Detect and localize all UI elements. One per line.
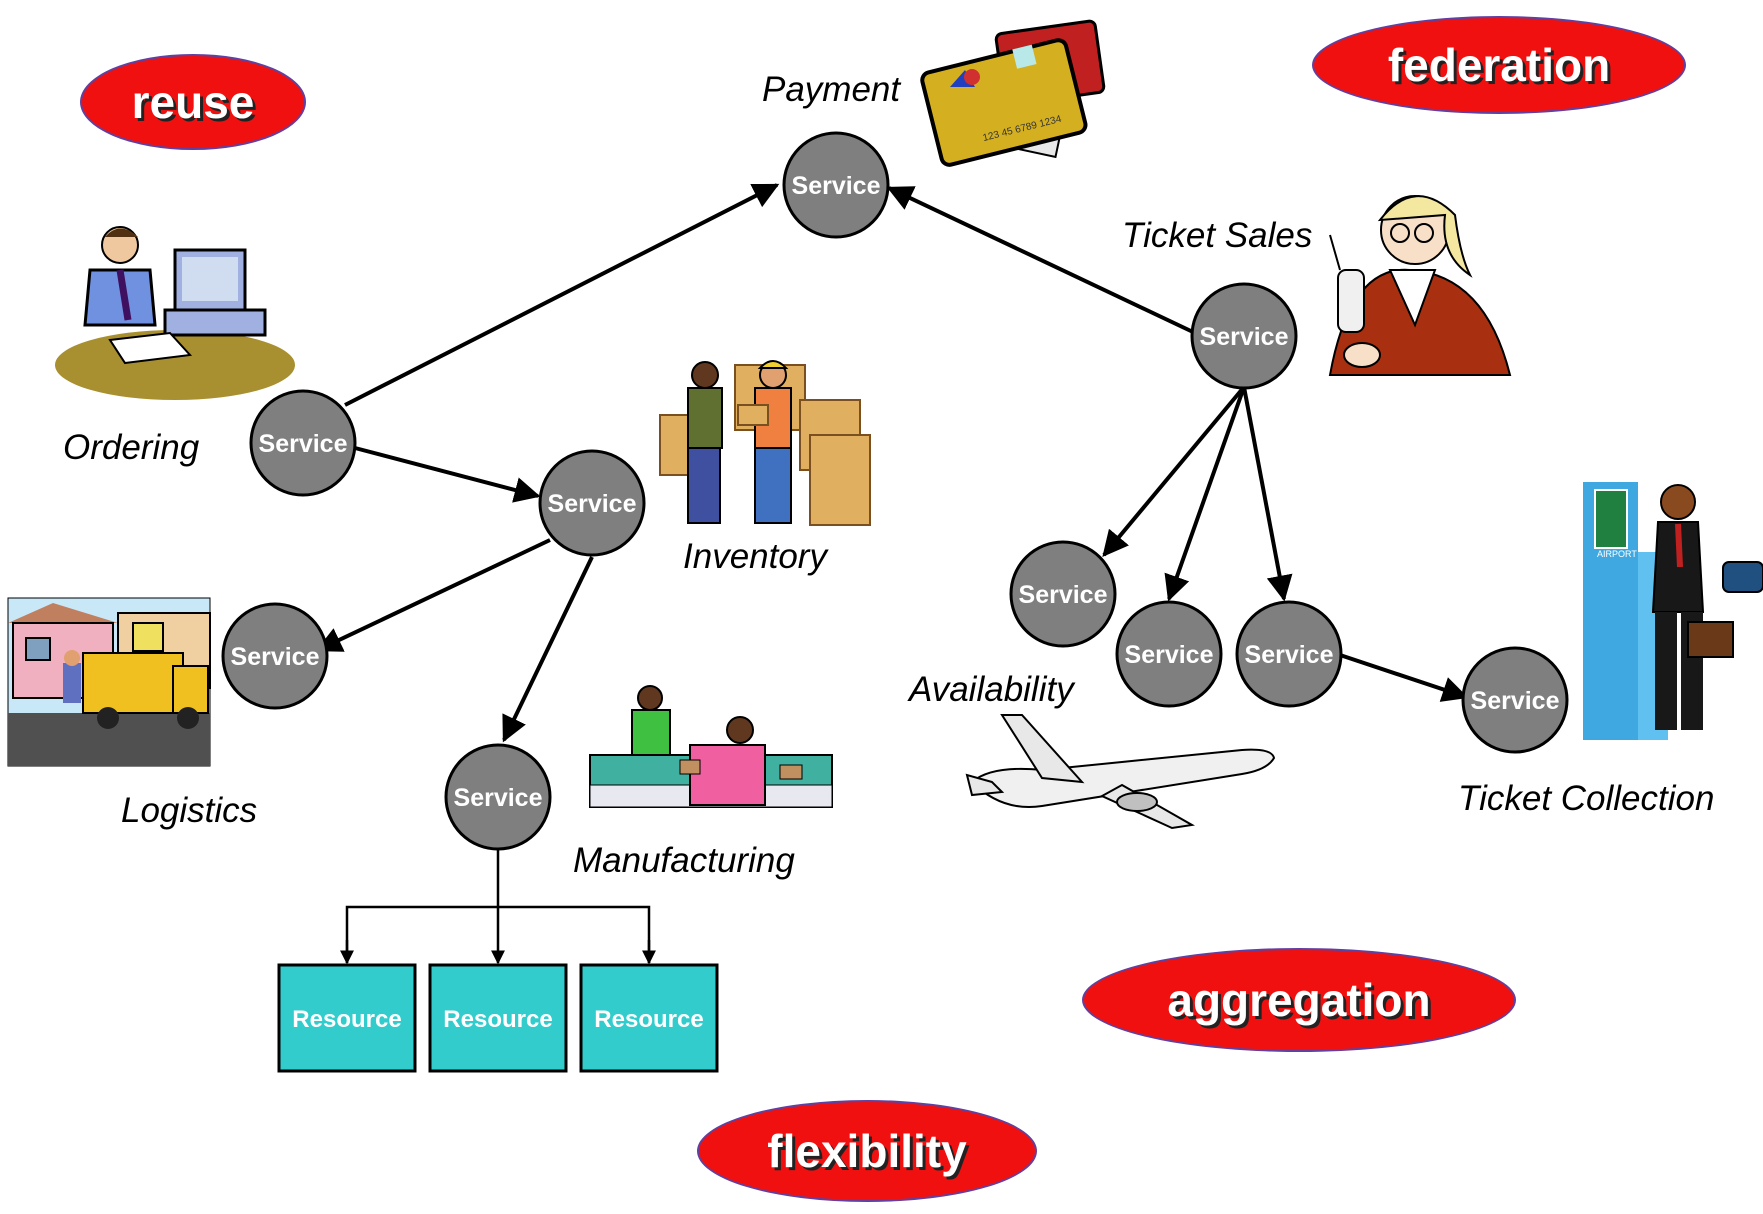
edge-inventory-logistics (315, 538, 551, 652)
service-node-availability-3: Service (1235, 600, 1343, 708)
airport-traveler-icon: AIRPORT (1583, 482, 1763, 740)
service-node-manufacturing: Service (444, 743, 552, 851)
resource-connectors (340, 849, 656, 965)
edge-ticketsales-availability2 (1164, 386, 1246, 602)
edge-ticketsales-payment (886, 186, 1194, 334)
service-label: Service (259, 430, 348, 458)
warehouse-workers-icon (659, 360, 871, 526)
airport-sign: AIRPORT (1597, 549, 1637, 559)
edge-ordering-payment (344, 183, 780, 407)
resource-label: Resource (594, 1006, 703, 1033)
label-availability: Availability (909, 670, 1074, 709)
resource-label: Resource (443, 1006, 552, 1033)
edge-ordering-inventory (354, 446, 541, 503)
delivery-truck-icon (7, 597, 211, 767)
service-label: Service (1200, 323, 1289, 351)
label-manufacturing: Manufacturing (573, 841, 795, 880)
service-node-payment: Service (782, 131, 890, 239)
service-label: Service (1125, 641, 1214, 669)
edges (315, 183, 1469, 743)
label-ordering: Ordering (63, 428, 200, 467)
label-payment: Payment (762, 70, 901, 109)
badge-federation: federation (1312, 16, 1686, 114)
resource-box-2: Resource (428, 963, 568, 1073)
badge-reuse: reuse (80, 54, 306, 150)
service-node-availability-1: Service (1009, 540, 1117, 648)
label-ticket-sales: Ticket Sales (1122, 216, 1313, 255)
service-node-ticket-collection: Service (1461, 646, 1569, 754)
label-inventory: Inventory (683, 537, 827, 576)
service-label: Service (548, 490, 637, 518)
resource-box-1: Resource (277, 963, 417, 1073)
service-label: Service (1019, 581, 1108, 609)
edge-inventory-manufacturing (502, 556, 594, 743)
label-ticket-collection: Ticket Collection (1458, 779, 1715, 818)
service-label: Service (231, 643, 320, 671)
service-node-inventory: Service (538, 449, 646, 557)
service-label: Service (1245, 641, 1334, 669)
badge-aggregation: aggregation (1082, 948, 1516, 1052)
resource-label: Resource (292, 1006, 401, 1033)
edge-availability-ticketcollection (1339, 653, 1469, 702)
service-node-logistics: Service (221, 602, 329, 710)
saleswoman-icon (1328, 195, 1512, 376)
service-label: Service (1471, 687, 1560, 715)
service-label: Service (454, 784, 543, 812)
service-node-availability-2: Service (1115, 600, 1223, 708)
badge-flexibility: flexibility (697, 1100, 1037, 1202)
edge-ticketsales-availability1 (1102, 385, 1246, 557)
credit-card-icon: 123 45 6789 1234 (920, 19, 1106, 167)
label-logistics: Logistics (121, 791, 258, 830)
office-worker-icon (55, 226, 295, 400)
assembly-line-icon (589, 685, 833, 808)
service-node-ordering: Service (249, 389, 357, 497)
service-node-ticket-sales: Service (1190, 282, 1298, 390)
airplane-icon (965, 714, 1276, 830)
resource-box-3: Resource (579, 963, 719, 1073)
edge-ticketsales-availability3 (1242, 386, 1293, 602)
service-label: Service (792, 172, 881, 200)
